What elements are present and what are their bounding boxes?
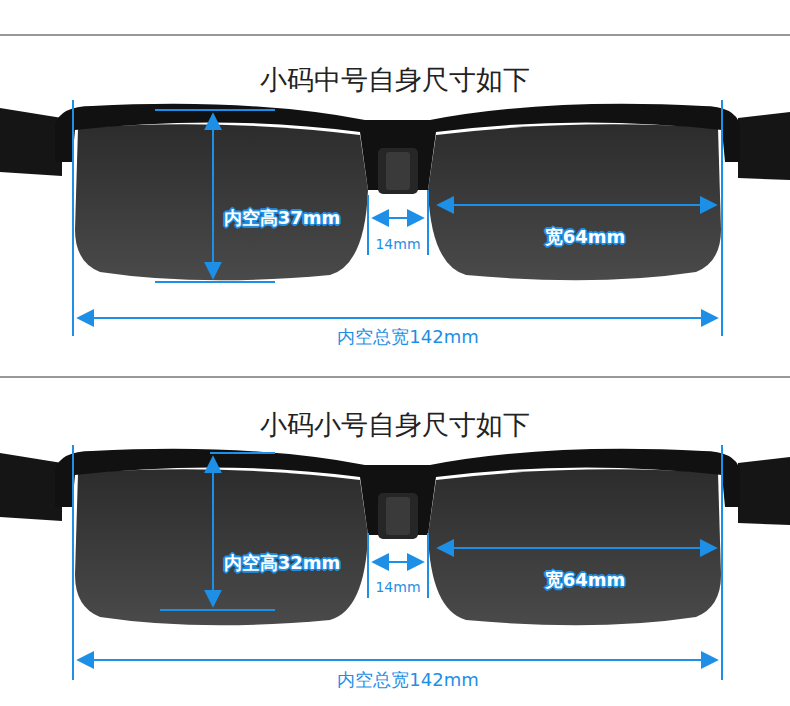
dimension-label: 内空总宽142mm: [337, 669, 478, 691]
dimension-lines: [73, 100, 722, 680]
dimension-label: 内空总宽142mm: [337, 326, 478, 348]
section-heading: 小码中号自身尺寸如下: [260, 64, 530, 96]
separator-line: [0, 35, 790, 36]
section-heading: 小码小号自身尺寸如下: [260, 409, 530, 441]
glasses-drawing: [0, 449, 790, 625]
dimension-label: 宽64mm: [545, 226, 626, 248]
separator-line: [0, 377, 790, 378]
dimension-label: 14mm: [375, 579, 420, 596]
glasses-drawing: [0, 104, 790, 280]
dimension-label: 宽64mm: [545, 569, 626, 591]
dimension-label: 内空高37mm: [224, 207, 341, 229]
dimension-label: 14mm: [375, 236, 420, 253]
dimension-label: 内空高32mm: [224, 552, 341, 574]
